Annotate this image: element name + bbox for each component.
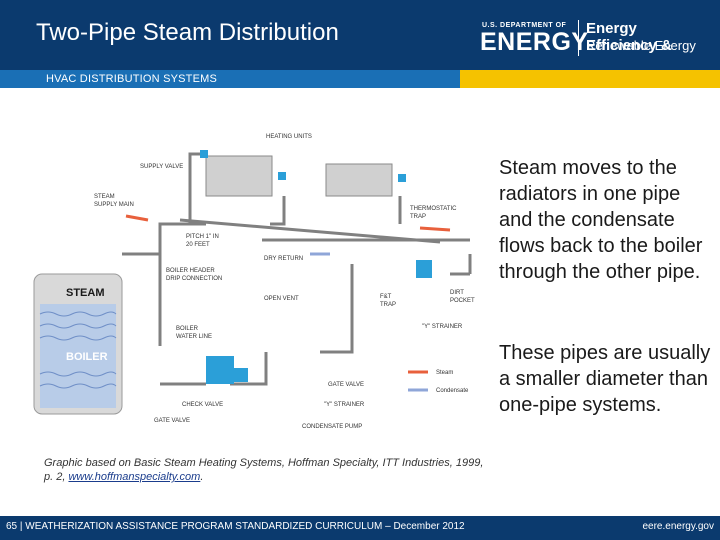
label-fst-trap-2: TRAP [380, 302, 396, 308]
label-thermostatic-trap-2: TRAP [410, 214, 426, 220]
label-gate-valve-left: GATE VALVE [154, 418, 190, 424]
label-boiler-water-line-2: WATER LINE [176, 334, 212, 340]
label-boiler-water-line-1: BOILER [176, 326, 199, 332]
logo-department-text: U.S. DEPARTMENT OF [482, 22, 567, 29]
accent-bar [460, 70, 720, 88]
label-pitch-2: 20 FEET [186, 242, 210, 248]
logo-divider [578, 20, 579, 56]
image-credit: Graphic based on Basic Steam Heating Sys… [44, 456, 484, 484]
label-condensate-pump: CONDENSATE PUMP [302, 424, 362, 430]
slide-title: Two-Pipe Steam Distribution [36, 19, 339, 46]
label-steam-supply-main-1: STEAM [94, 194, 115, 200]
legend-steam-label: Steam [436, 370, 453, 376]
label-dry-return: DRY RETURN [264, 256, 303, 262]
label-boiler-header-2: DRIP CONNECTION [166, 276, 222, 282]
label-y-strainer-bottom: "Y" STRAINER [324, 402, 365, 408]
footer-page-info: 65 | WEATHERIZATION ASSISTANCE PROGRAM S… [6, 521, 465, 532]
credit-end: . [200, 471, 204, 483]
boiler-tank [33, 273, 123, 415]
label-thermostatic-trap-1: THERMOSTATIC [410, 206, 457, 212]
footer-bar: 65 | WEATHERIZATION ASSISTANCE PROGRAM S… [0, 516, 720, 540]
doe-eere-logo[interactable]: U.S. DEPARTMENT OF ENERGY Energy Efficie… [478, 18, 710, 58]
logo-energy-text: ENERGY [480, 28, 589, 56]
body-paragraph-1: Steam moves to the radiators in one pipe… [499, 157, 703, 283]
logo-eere-line2: Renewable Energy [586, 38, 696, 53]
label-steam-supply-main-2: SUPPLY MAIN [94, 202, 134, 208]
pump-and-traps [200, 150, 432, 384]
label-check-valve: CHECK VALVE [182, 402, 223, 408]
header-bar: Two-Pipe Steam Distribution U.S. DEPARTM… [0, 0, 720, 70]
steam-tank-label: STEAM [66, 287, 105, 299]
two-pipe-steam-diagram: STEAM BOILER HEATING UNITS SUPPLY VALVE [33, 134, 475, 430]
label-fst-trap-1: F&T [380, 294, 392, 300]
flow-arrows [125, 214, 451, 392]
radiators [205, 155, 393, 197]
label-dirt-pocket-1: DIRT [450, 290, 464, 296]
label-heating-units: HEATING UNITS [266, 134, 312, 140]
label-pitch-1: PITCH 1" IN [186, 234, 219, 240]
label-gate-valve-right: GATE VALVE [328, 382, 364, 388]
hoffman-link[interactable]: www.hoffmanspecialty.com [68, 471, 201, 483]
boiler-tank-label: BOILER [66, 351, 108, 363]
section-label: HVAC DISTRIBUTION SYSTEMS [46, 73, 218, 85]
footer-site-link[interactable]: eere.energy.gov [642, 521, 714, 532]
label-boiler-header-1: BOILER HEADER [166, 268, 215, 274]
label-dirt-pocket-2: POCKET [450, 298, 475, 304]
subheader-bar: HVAC DISTRIBUTION SYSTEMS [0, 70, 460, 88]
label-supply-valve: SUPPLY VALVE [140, 164, 183, 170]
body-paragraph-2: These pipes are usually a smaller diamet… [499, 342, 711, 416]
legend-condensate-label: Condensate [436, 388, 469, 394]
label-open-vent: OPEN VENT [264, 296, 299, 302]
logo-eere-line1: Energy Efficiency & [586, 20, 672, 54]
label-y-strainer-top: "Y" STRAINER [422, 324, 463, 330]
credit-text: Graphic based on Basic Steam Heating Sys… [44, 457, 484, 483]
